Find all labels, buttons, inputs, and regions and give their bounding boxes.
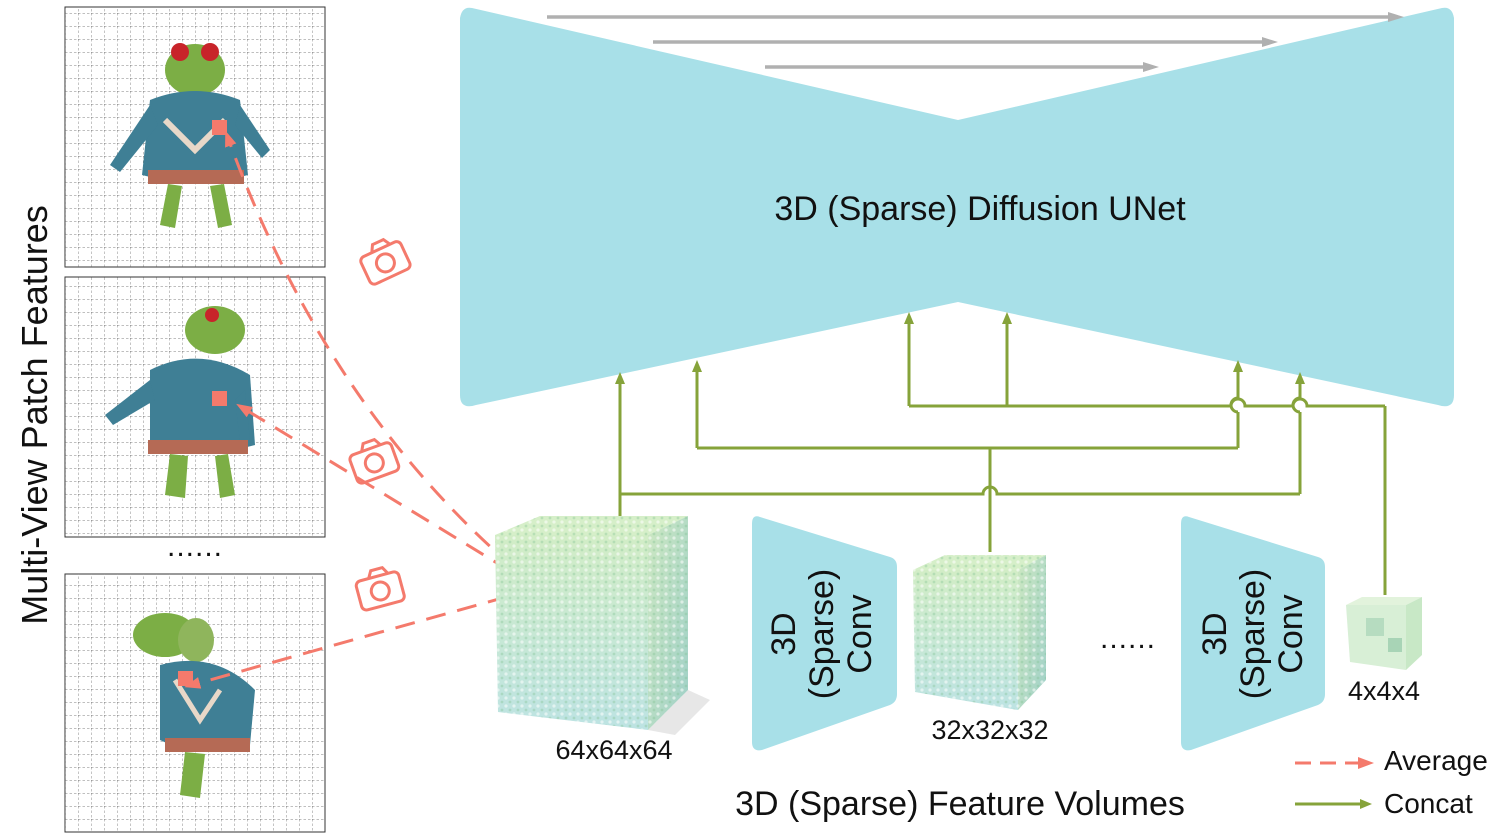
- average-arrows: [184, 130, 539, 689]
- conv-block-1: [752, 516, 897, 751]
- conv-label-2-line2: (Sparse): [1234, 568, 1272, 700]
- view-panel-1: [64, 6, 326, 268]
- volumes-ellipsis: ......: [1099, 622, 1157, 655]
- unet-block: [460, 7, 1454, 407]
- legend-average-label: Average: [1384, 745, 1488, 776]
- conv-label-1-line3: Conv: [841, 594, 879, 674]
- camera-icon: [348, 437, 401, 485]
- frog-image: [110, 43, 270, 228]
- volume-label-4: 4x4x4: [1347, 676, 1421, 706]
- conv-label-1-line2: (Sparse): [803, 568, 841, 700]
- feature-volume-64: [495, 516, 710, 735]
- camera-icon: [354, 565, 406, 612]
- conv-label-1: 3D (Sparse) Conv: [765, 569, 879, 699]
- conv-block-2: [1181, 516, 1325, 751]
- volumes-title: 3D (Sparse) Feature Volumes: [735, 785, 1185, 823]
- feature-volume-32: [913, 555, 1046, 710]
- volume-label-32: 32x32x32: [931, 715, 1049, 745]
- conv-label-2: 3D (Sparse) Conv: [1196, 569, 1310, 699]
- side-title: Multi-View Patch Features: [14, 205, 55, 625]
- volume-label-64: 64x64x64: [555, 735, 673, 765]
- average-arrow-1: [225, 130, 539, 590]
- conv-label-2-line1: 3D: [1196, 612, 1234, 656]
- average-arrow-3: [184, 586, 539, 689]
- average-arrow-2: [236, 403, 539, 590]
- concat-lines: [615, 312, 1387, 595]
- conv-label-1-line1: 3D: [765, 612, 803, 656]
- frog-image: [105, 306, 255, 498]
- view-panel-3: [64, 573, 326, 833]
- unet-label: 3D (Sparse) Diffusion UNet: [774, 190, 1186, 228]
- views-ellipsis: ......: [166, 530, 224, 563]
- skip-connections: [547, 12, 1404, 72]
- camera-icon: [359, 237, 412, 286]
- conv-label-2-line3: Conv: [1272, 594, 1310, 674]
- legend: [1295, 757, 1374, 809]
- legend-concat-label: Concat: [1384, 788, 1473, 819]
- feature-volume-4: [1346, 597, 1422, 670]
- view-panel-2: [64, 276, 326, 538]
